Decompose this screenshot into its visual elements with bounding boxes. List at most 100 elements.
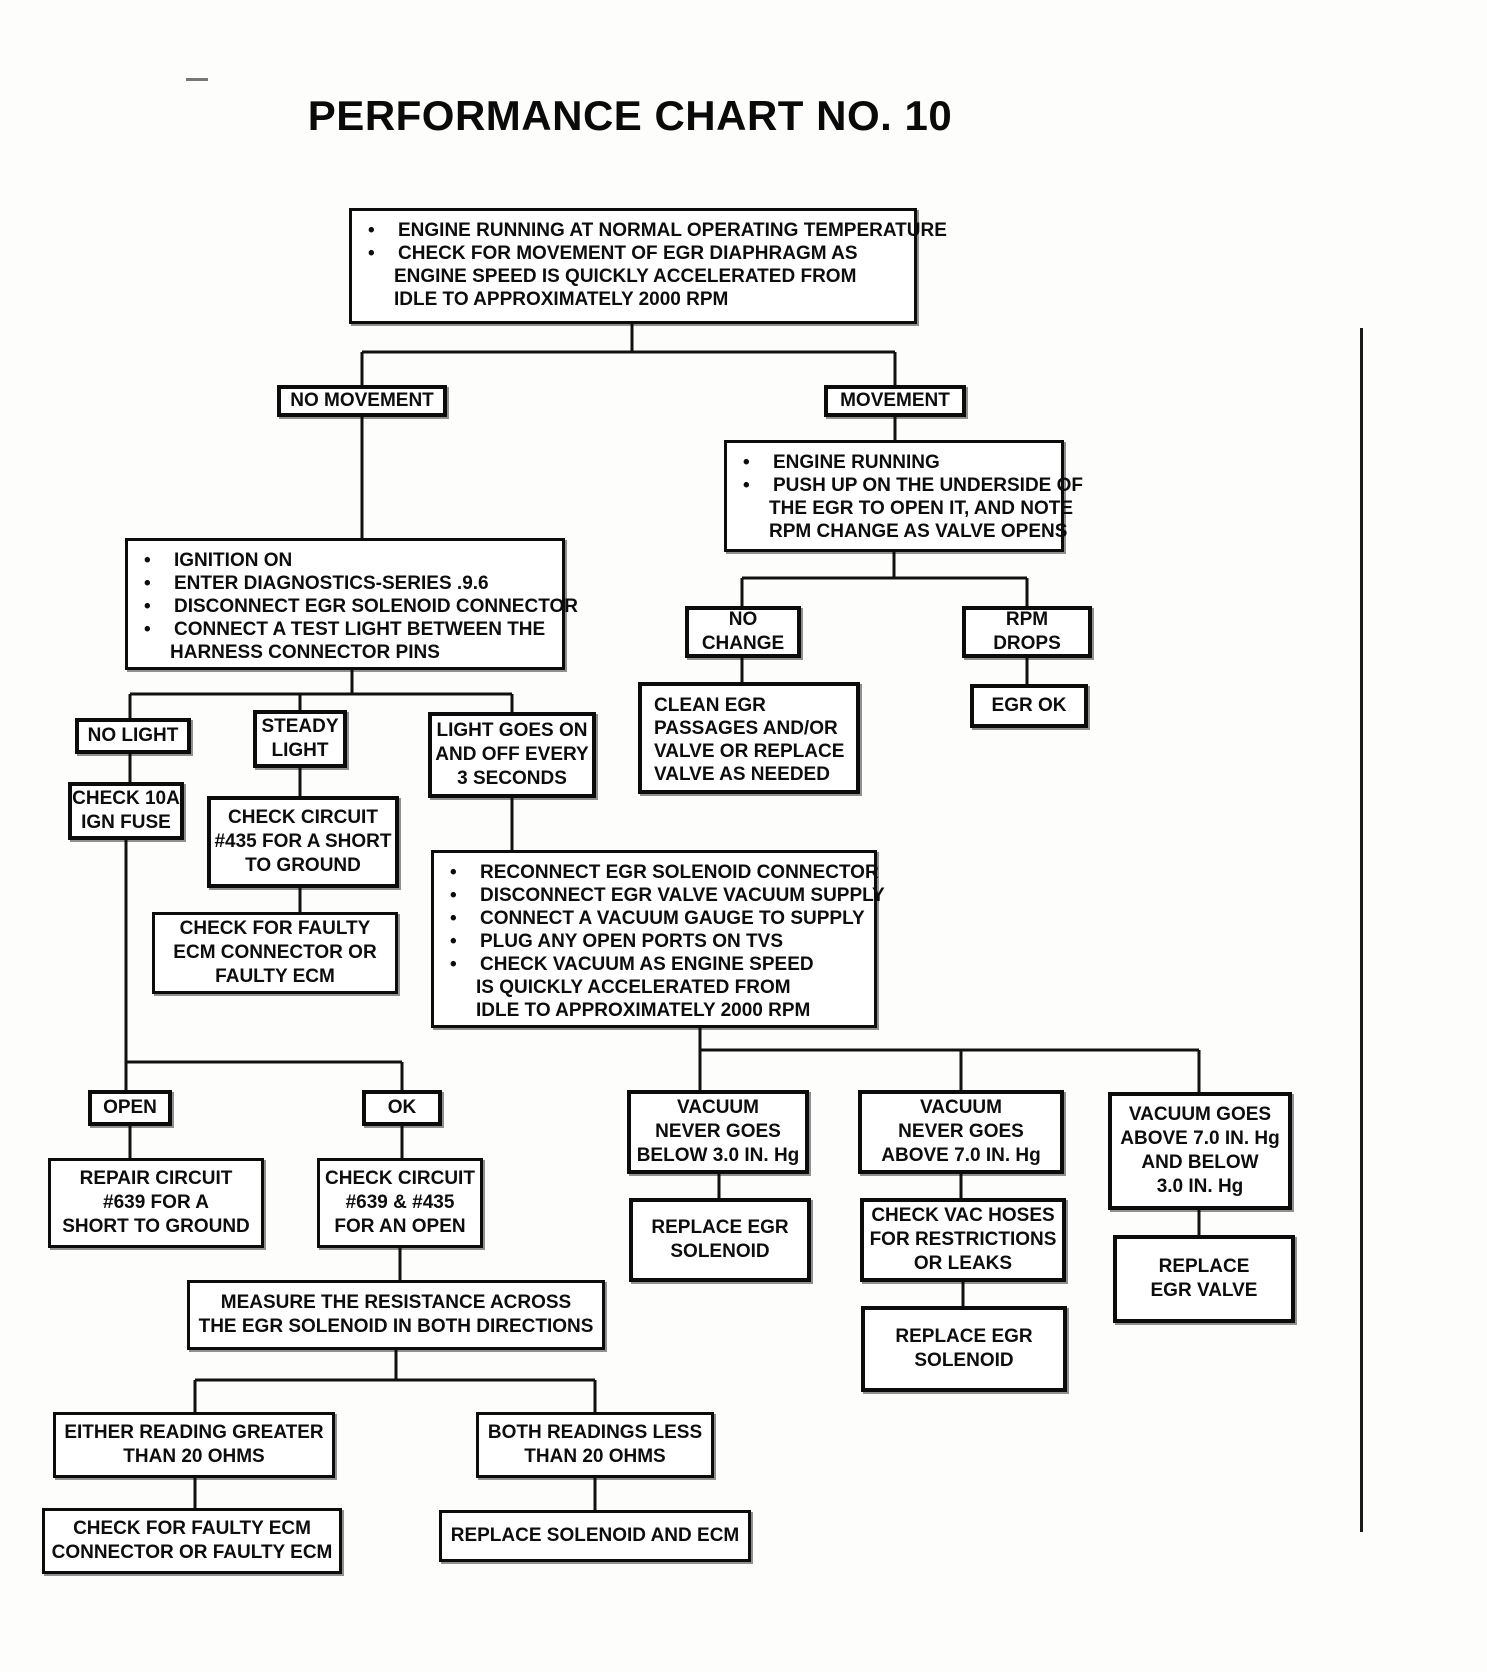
box-line: ENGINE SPEED IS QUICKLY ACCELERATED FROM [394, 266, 857, 287]
box-line: REPLACE SOLENOID AND ECM [450, 1525, 740, 1546]
box-line: OK [387, 1097, 417, 1118]
bullet-icon: • [450, 862, 457, 883]
box-line: ECM CONNECTOR OR [173, 942, 377, 963]
box-line: 3.0 IN. Hg [1156, 1176, 1244, 1197]
bullet-icon: • [144, 619, 151, 640]
flow-node-light-goes-on-off: LIGHT GOES ON AND OFF EVERY 3 SECONDS [428, 712, 596, 798]
box-line: MOVEMENT [840, 390, 950, 411]
box-line: CHECK FOR FAULTY [179, 918, 371, 939]
box-line: STEADY [261, 716, 339, 737]
box-line: RPM CHANGE AS VALVE OPENS [769, 521, 1068, 542]
box-line: IDLE TO APPROXIMATELY 2000 RPM [476, 1000, 811, 1021]
box-line: #435 FOR A SHORT [214, 831, 392, 852]
page-title: PERFORMANCE CHART NO. 10 [307, 92, 953, 139]
box-line: FAULTY ECM [215, 966, 335, 987]
flow-node-either-reading-greater: EITHER READING GREATER THAN 20 OHMS [53, 1412, 335, 1478]
box-line: NEVER GOES [655, 1121, 781, 1142]
box-line: CHECK FOR FAULTY ECM [73, 1518, 311, 1539]
flow-node-vacuum-never-below: VACUUM NEVER GOES BELOW 3.0 IN. Hg [627, 1090, 809, 1174]
box-line: RPM [1005, 609, 1049, 630]
box-line: •ENTER DIAGNOSTICS-SERIES .9.6 [140, 572, 550, 595]
scan-artifact-dash [186, 78, 208, 81]
box-line: #639 FOR A [103, 1192, 209, 1213]
bullet-icon: • [144, 596, 151, 617]
flow-node-faulty-ecm-connector: CHECK FOR FAULTY ECM CONNECTOR OR FAULTY E… [152, 912, 398, 994]
bullet-icon: • [450, 885, 457, 906]
box-line: SOLENOID [670, 1241, 770, 1262]
box-line: VALVE OR REPLACE [654, 741, 845, 762]
box-line: CONNECTOR OR FAULTY ECM [51, 1542, 333, 1563]
box-line: NO MOVEMENT [290, 390, 434, 411]
flow-node-rpm-drops: RPM DROPS [962, 606, 1092, 658]
box-line: REPAIR CIRCUIT [79, 1168, 233, 1189]
box-line: CHECK CIRCUIT [325, 1168, 475, 1189]
flow-node-replace-egr-valve: REPLACE EGR VALVE [1113, 1235, 1295, 1323]
box-line: FOR RESTRICTIONS [869, 1229, 1057, 1250]
box-line: MEASURE THE RESISTANCE ACROSS [220, 1292, 572, 1313]
box-line: 3 SECONDS [457, 768, 567, 789]
flow-node-engine-running: •ENGINE RUNNING•PUSH UP ON THE UNDERSIDE… [724, 440, 1083, 552]
box-line: THE EGR SOLENOID IN BOTH DIRECTIONS [198, 1316, 594, 1337]
box-line: VACUUM [920, 1097, 1002, 1118]
box-line: •DISCONNECT EGR VALVE VACUUM SUPPLY [446, 884, 885, 907]
box-line: BELOW 3.0 IN. Hg [636, 1145, 800, 1166]
flow-node-no-movement: NO MOVEMENT [277, 385, 447, 417]
flow-node-measure-resistance: MEASURE THE RESISTANCE ACROSS THE EGR SOL… [187, 1280, 605, 1350]
box-line: HARNESS CONNECTOR PINS [170, 642, 440, 663]
bullet-icon: • [368, 220, 375, 241]
box-line: VALVE AS NEEDED [654, 764, 830, 785]
box-line: •CONNECT A TEST LIGHT BETWEEN THE [140, 618, 550, 641]
flow-node-start: •ENGINE RUNNING AT NORMAL OPERATING TEMP… [349, 208, 947, 324]
box-line: •PUSH UP ON THE UNDERSIDE OF [739, 474, 1083, 497]
box-line: EGR VALVE [1150, 1280, 1258, 1301]
box-line: OPEN [103, 1097, 157, 1118]
box-line: NEVER GOES [898, 1121, 1024, 1142]
box-line: ABOVE 7.0 IN. Hg [881, 1145, 1041, 1166]
flow-node-steady-light: STEADY LIGHT [253, 710, 347, 768]
box-line: LIGHT [271, 740, 329, 761]
box-line: AND BELOW [1141, 1152, 1259, 1173]
box-line: OR LEAKS [913, 1253, 1013, 1274]
box-line: TO GROUND [245, 855, 361, 876]
box-line: ABOVE 7.0 IN. Hg [1120, 1128, 1280, 1149]
box-line: •CHECK VACUUM AS ENGINE SPEED [446, 953, 862, 976]
flow-node-reconnect-vacuum-test: •RECONNECT EGR SOLENOID CONNECTOR•DISCON… [431, 850, 885, 1028]
bullet-icon: • [450, 908, 457, 929]
flow-node-movement: MOVEMENT [824, 385, 966, 417]
box-line: SHORT TO GROUND [62, 1216, 250, 1237]
box-line: AND OFF EVERY [435, 744, 589, 765]
bullet-icon: • [743, 452, 750, 473]
bullet-icon: • [144, 573, 151, 594]
box-line: REPLACE [1158, 1256, 1250, 1277]
bullet-icon: • [144, 550, 151, 571]
box-line: •RECONNECT EGR SOLENOID CONNECTOR [446, 861, 879, 884]
box-line: CHANGE [701, 633, 785, 654]
flow-node-faulty-ecm-final: CHECK FOR FAULTY ECM CONNECTOR OR FAULTY … [42, 1508, 342, 1574]
box-line: DROPS [993, 633, 1061, 654]
box-line: THAN 20 OHMS [123, 1446, 265, 1467]
box-line: CLEAN EGR [654, 695, 766, 716]
flow-node-egr-ok: EGR OK [970, 684, 1088, 728]
box-line: CHECK 10A [72, 788, 180, 809]
box-line: EITHER READING GREATER [64, 1422, 324, 1443]
box-line: VACUUM [677, 1097, 759, 1118]
box-line: •IGNITION ON [140, 549, 550, 572]
flow-node-open: OPEN [88, 1090, 172, 1126]
box-line: SOLENOID [914, 1350, 1014, 1371]
box-line: •DISCONNECT EGR SOLENOID CONNECTOR [140, 595, 578, 618]
box-line: BOTH READINGS LESS [487, 1422, 703, 1443]
box-line: THE EGR TO OPEN IT, AND NOTE [769, 498, 1074, 519]
box-line: PASSAGES AND/OR [654, 718, 838, 739]
box-line: •PLUG ANY OPEN PORTS ON TVS [446, 930, 862, 953]
box-line: LIGHT GOES ON [436, 720, 588, 741]
page-edge-rule [1360, 328, 1363, 1532]
bullet-icon: • [743, 475, 750, 496]
